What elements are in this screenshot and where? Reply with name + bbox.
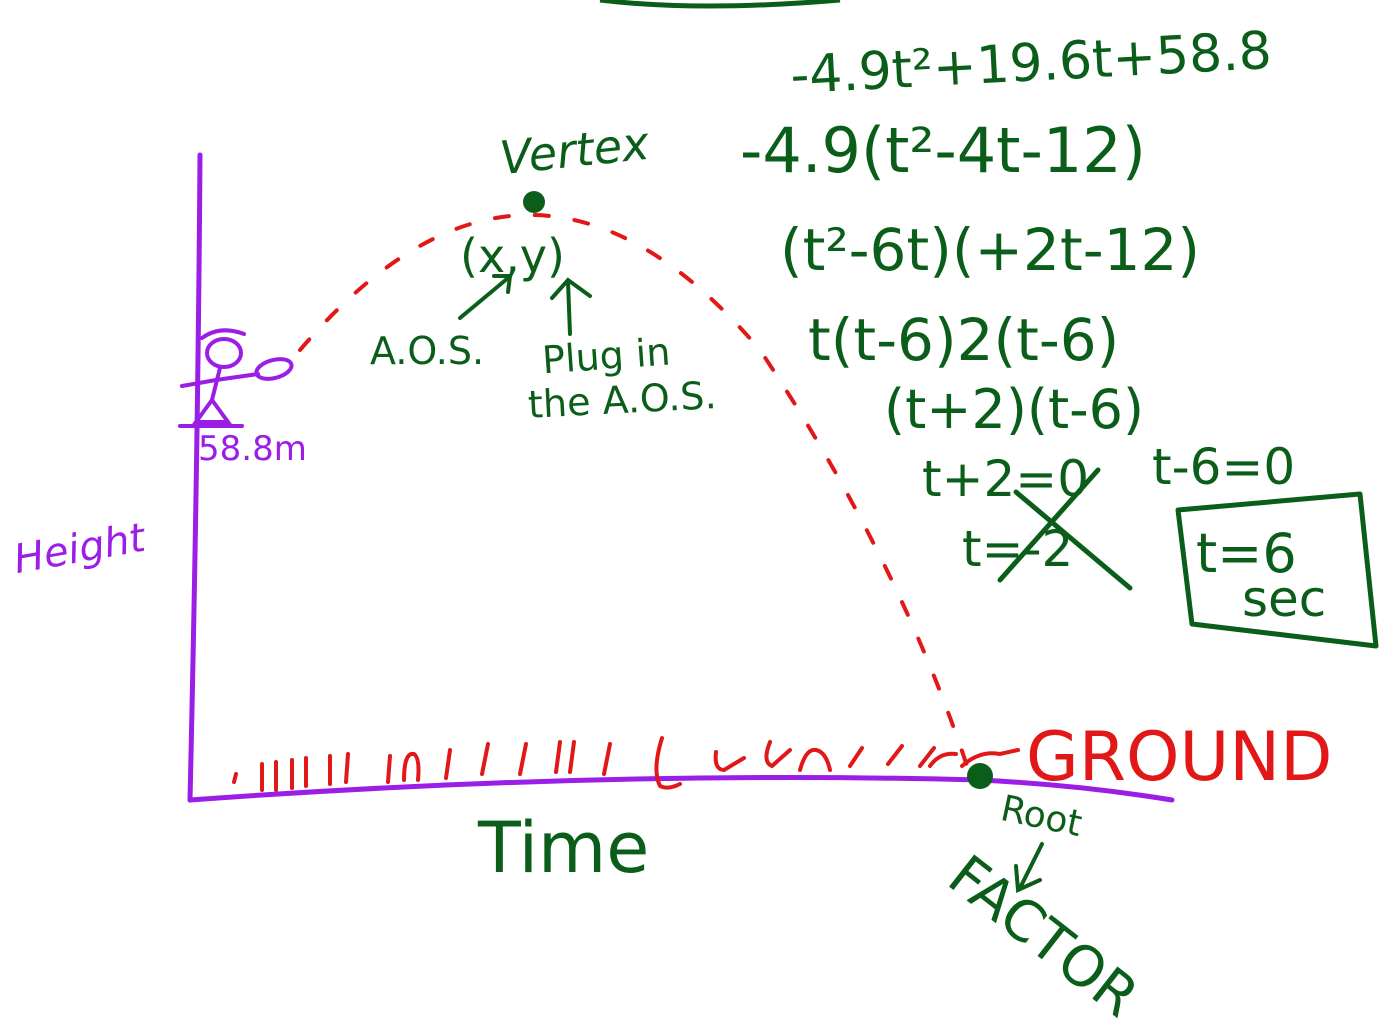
root-arrow xyxy=(1014,842,1044,893)
work-line-4: t(t-6)2(t-6) xyxy=(808,306,1119,374)
trajectory-parabola xyxy=(298,213,972,777)
x-axis xyxy=(187,775,1175,803)
axes xyxy=(187,152,1175,803)
aos-arrow xyxy=(458,274,513,320)
plug-in-label: Plug in xyxy=(541,330,672,383)
height-value-label: 58.8m xyxy=(198,429,307,469)
root-point xyxy=(967,763,993,789)
y-axis xyxy=(187,152,203,803)
work-line-3: (t²-6t)(+2t-12) xyxy=(780,216,1200,284)
plug-arrow xyxy=(550,277,592,336)
vertex-point xyxy=(523,191,545,213)
ground-label: GROUND xyxy=(1026,718,1332,797)
figure-hair xyxy=(200,328,246,340)
work-line-7: t=-2 xyxy=(962,520,1073,578)
vertex-coordinates: (x,y) xyxy=(460,229,565,283)
figure-arm-left xyxy=(180,378,218,388)
figure-head xyxy=(205,337,243,369)
top-edge-stroke xyxy=(599,0,841,9)
figure-body xyxy=(210,366,222,402)
answer-unit: sec xyxy=(1242,570,1326,628)
stick-figure xyxy=(178,328,294,428)
figure-arm-right xyxy=(214,372,260,382)
work-line-6a: t+2=0 xyxy=(922,450,1089,508)
figure-legs xyxy=(192,396,232,424)
answer-box xyxy=(1175,491,1379,649)
the-aos-label: the A.O.S. xyxy=(527,373,718,427)
factor-label: FACTOR xyxy=(936,843,1150,1028)
y-axis-label: Height xyxy=(10,515,150,583)
thrown-ball xyxy=(254,357,294,381)
work-line-6b: t-6=0 xyxy=(1152,438,1295,496)
aos-label: A.O.S. xyxy=(370,329,484,373)
work-line-1: -4.9t²+19.6t+58.8 xyxy=(789,21,1273,106)
x-axis-label: Time xyxy=(477,807,649,889)
work-line-5: (t+2)(t-6) xyxy=(884,378,1144,441)
ground-tick-marks xyxy=(232,736,1020,792)
work-line-2: -4.9(t²-4t-12) xyxy=(740,114,1146,187)
answer-value: t=6 xyxy=(1196,522,1297,585)
vertex-label: Vertex xyxy=(497,116,652,185)
cross-out-mark xyxy=(997,467,1133,591)
